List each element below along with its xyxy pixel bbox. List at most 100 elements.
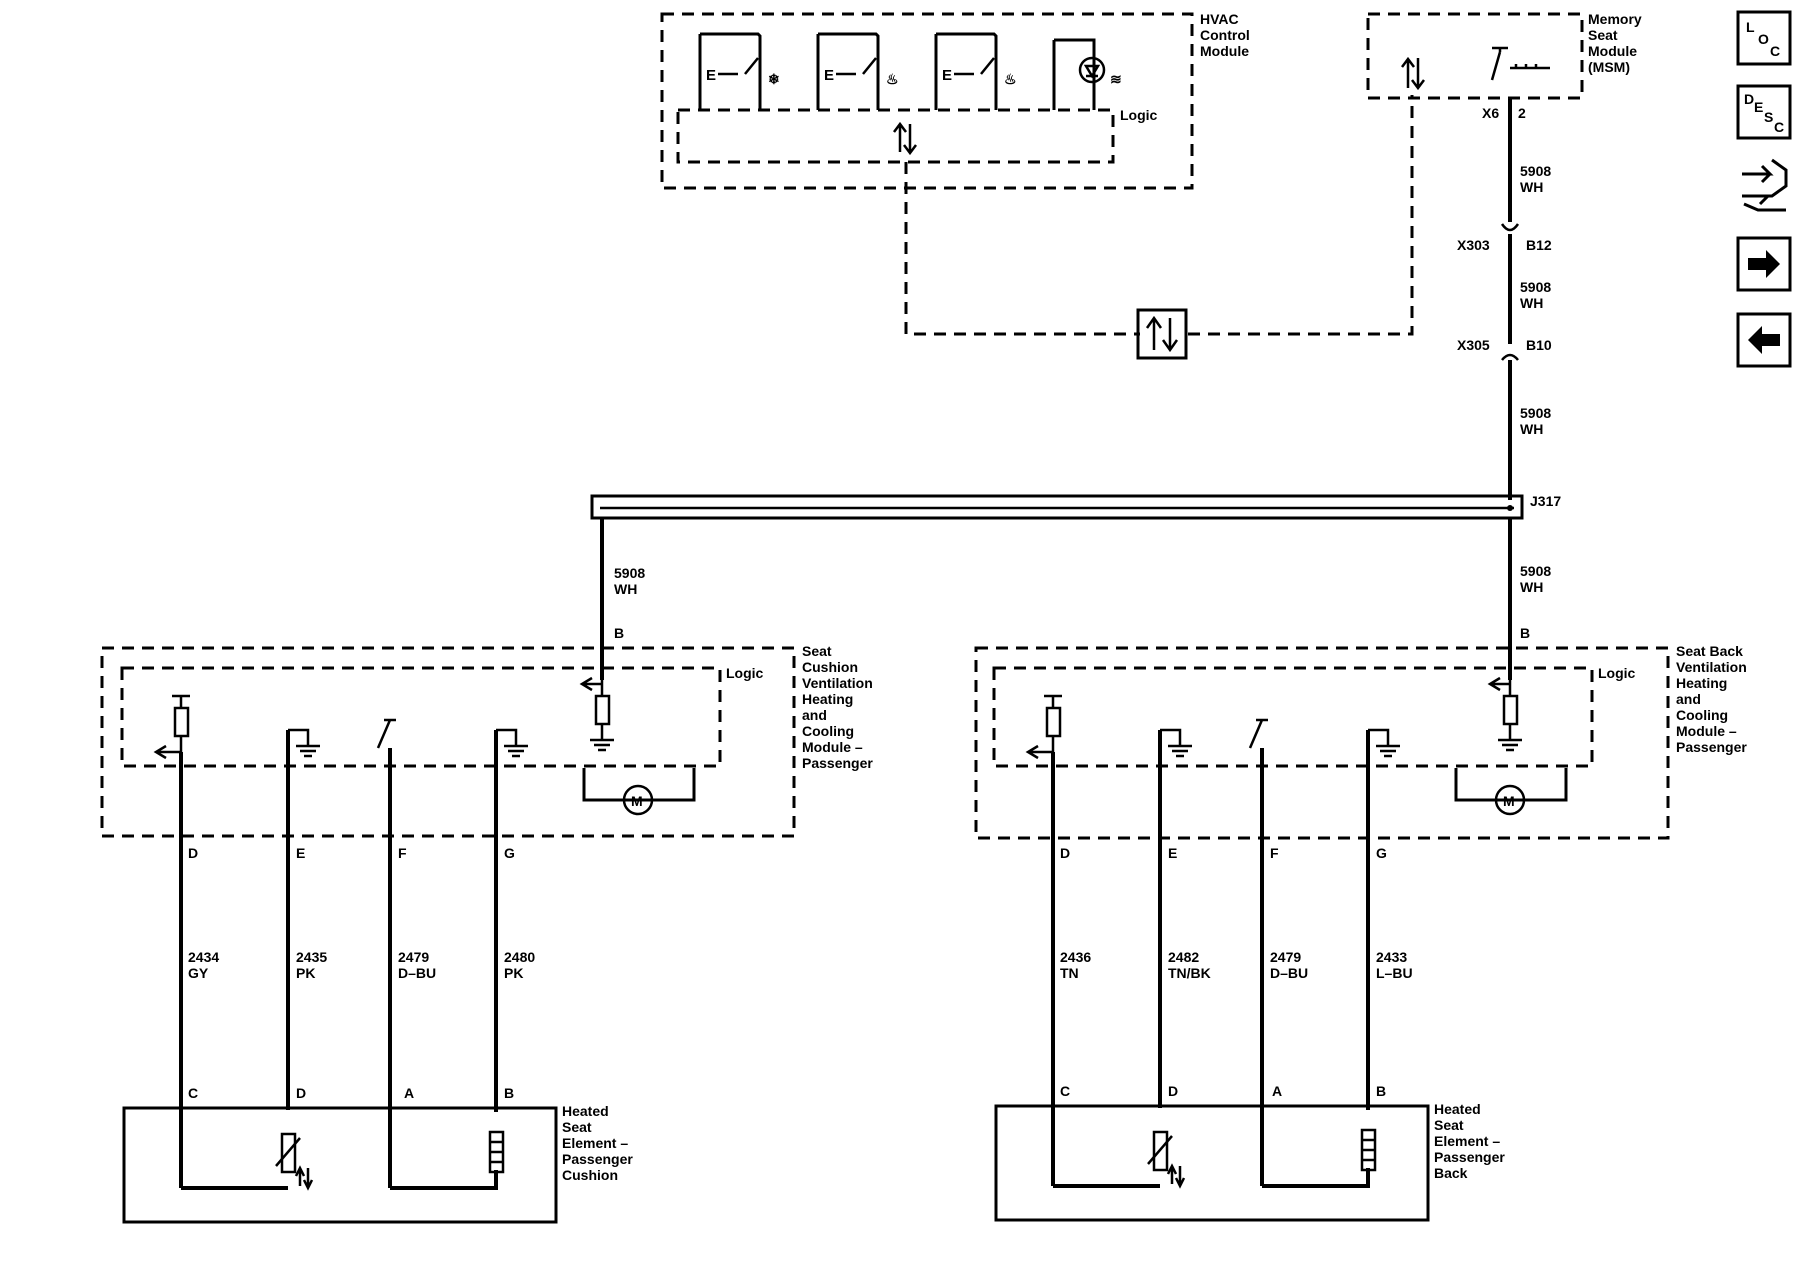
- svg-text:C: C: [1060, 1083, 1070, 1099]
- hvac-switch-3: E ♨: [934, 32, 1017, 110]
- wire-2479-back: F 2479 D–BU A: [1270, 845, 1308, 1099]
- connector-x305: X305: [1457, 337, 1490, 353]
- svg-text:B10: B10: [1526, 337, 1552, 353]
- svg-text:Element –: Element –: [1434, 1133, 1500, 1149]
- heater-back-title: Heated Seat Element – Passenger Back: [1434, 1101, 1505, 1181]
- svg-text:WH: WH: [1520, 295, 1543, 311]
- svg-text:Heating: Heating: [802, 691, 853, 707]
- svg-text:D: D: [1744, 91, 1754, 107]
- svg-text:5908: 5908: [1520, 279, 1551, 295]
- svg-text:PK: PK: [504, 965, 523, 981]
- svg-text:Cooling: Cooling: [1676, 707, 1728, 723]
- hvac-title: HVAC Control Module: [1200, 11, 1250, 59]
- arrow-right-icon[interactable]: [1736, 236, 1792, 292]
- svg-text:D: D: [188, 845, 198, 861]
- hvac-indicator: ≋: [1052, 38, 1122, 110]
- svg-text:E: E: [1754, 99, 1763, 115]
- seat-cushion-module: Logic M Seat Cushion Ventilation Heating…: [100, 643, 873, 838]
- msm-data-icon: [1401, 56, 1425, 91]
- cushion-wires: D 2434 GY C E 2435 PK D F 2479 D–BU A G …: [179, 730, 535, 1188]
- svg-text:2482: 2482: [1168, 949, 1199, 965]
- arrow-left-icon[interactable]: [1736, 312, 1792, 368]
- wire-2479-cushion: F 2479 D–BU A: [398, 845, 436, 1101]
- svg-text:Logic: Logic: [1598, 665, 1636, 681]
- wire-2436: D 2436 TN C: [1060, 845, 1091, 1099]
- svg-text:Heated: Heated: [1434, 1101, 1481, 1117]
- svg-text:C: C: [1774, 119, 1784, 135]
- svg-text:Heating: Heating: [1676, 675, 1727, 691]
- main-wire: 5908 WH X303 B12 5908 WH X305 B10 5908 W…: [1457, 98, 1552, 500]
- svg-text:D: D: [1168, 1083, 1178, 1099]
- svg-text:GY: GY: [188, 965, 209, 981]
- svg-text:2436: 2436: [1060, 949, 1091, 965]
- svg-text:D: D: [1060, 845, 1070, 861]
- svg-text:E: E: [942, 67, 952, 84]
- svg-text:TN/BK: TN/BK: [1168, 965, 1211, 981]
- svg-text:L: L: [1746, 19, 1755, 35]
- wire-2482: E 2482 TN/BK D: [1168, 845, 1211, 1099]
- svg-text:♨: ♨: [886, 71, 899, 87]
- svg-text:Passenger: Passenger: [1676, 739, 1747, 755]
- svg-text:Seat: Seat: [802, 643, 832, 659]
- svg-text:Seat Back: Seat Back: [1676, 643, 1743, 659]
- splice-j317: J317 5908 WH B 5908 WH B: [590, 493, 1561, 680]
- svg-text:WH: WH: [1520, 579, 1543, 595]
- svg-text:A: A: [1272, 1083, 1282, 1099]
- svg-text:S: S: [1764, 109, 1773, 125]
- svg-text:2434: 2434: [188, 949, 219, 965]
- svg-text:M: M: [1503, 793, 1515, 809]
- svg-text:Passenger: Passenger: [802, 755, 873, 771]
- hvac-switch-1: E ❄: [698, 32, 780, 110]
- svg-text:B: B: [1520, 625, 1530, 641]
- svg-text:E: E: [824, 67, 834, 84]
- hvac-logic-label: Logic: [1120, 107, 1158, 123]
- svg-text:Element –: Element –: [562, 1135, 628, 1151]
- heated-seat-element-back: Heated Seat Element – Passenger Back: [994, 1101, 1505, 1222]
- svg-text:G: G: [504, 845, 515, 861]
- hvac-switch-2: E ♨: [816, 32, 899, 110]
- svg-text:O: O: [1758, 31, 1769, 47]
- svg-text:Cooling: Cooling: [802, 723, 854, 739]
- svg-text:5908: 5908: [1520, 163, 1551, 179]
- svg-text:Module: Module: [1200, 43, 1249, 59]
- svg-text:Cushion: Cushion: [802, 659, 858, 675]
- seat-back-module: Logic M Seat Back Ventilation Heating an…: [974, 643, 1747, 840]
- svg-text:≋: ≋: [1110, 71, 1122, 87]
- svg-text:2479: 2479: [1270, 949, 1301, 965]
- wire-2480: G 2480 PK B: [504, 845, 535, 1101]
- back-wires: D 2436 TN C E 2482 TN/BK D F 2479 D–BU A…: [1051, 730, 1413, 1186]
- svg-text:HVAC: HVAC: [1200, 11, 1239, 27]
- back-module-title: Seat Back Ventilation Heating and Coolin…: [1676, 643, 1747, 755]
- hvac-data-icon: [893, 121, 917, 156]
- nav-panel: L O C D E S C: [1736, 10, 1792, 368]
- serial-data-line: [904, 95, 1414, 336]
- svg-text:D–BU: D–BU: [398, 965, 436, 981]
- svg-text:2435: 2435: [296, 949, 327, 965]
- svg-text:Seat: Seat: [1588, 27, 1618, 43]
- svg-text:❄: ❄: [768, 71, 780, 87]
- svg-text:G: G: [1376, 845, 1387, 861]
- svg-text:Module –: Module –: [1676, 723, 1737, 739]
- svg-text:2433: 2433: [1376, 949, 1407, 965]
- svg-text:C: C: [188, 1085, 198, 1101]
- svg-text:E: E: [296, 845, 305, 861]
- svg-text:WH: WH: [614, 581, 637, 597]
- loc-button[interactable]: L O C: [1736, 10, 1792, 66]
- svg-text:5908: 5908: [1520, 563, 1551, 579]
- svg-text:Ventilation: Ventilation: [1676, 659, 1747, 675]
- svg-text:Back: Back: [1434, 1165, 1468, 1181]
- heated-seat-element-cushion: Heated Seat Element – Passenger Cushion: [122, 1103, 633, 1224]
- desc-button[interactable]: D E S C: [1736, 84, 1792, 140]
- connector-icon[interactable]: [1742, 158, 1788, 212]
- svg-text:Passenger: Passenger: [562, 1151, 633, 1167]
- svg-text:TN: TN: [1060, 965, 1079, 981]
- memory-seat-module: Memory Seat Module (MSM) X6 2: [1366, 11, 1642, 121]
- wire-2433: G 2433 L–BU B: [1376, 845, 1413, 1099]
- msm-switch-icon: [1490, 46, 1550, 81]
- svg-text:J317: J317: [1530, 493, 1561, 509]
- svg-text:Logic: Logic: [726, 665, 764, 681]
- msm-pin: 2: [1518, 105, 1526, 121]
- svg-text:Passenger: Passenger: [1434, 1149, 1505, 1165]
- svg-text:Cushion: Cushion: [562, 1167, 618, 1183]
